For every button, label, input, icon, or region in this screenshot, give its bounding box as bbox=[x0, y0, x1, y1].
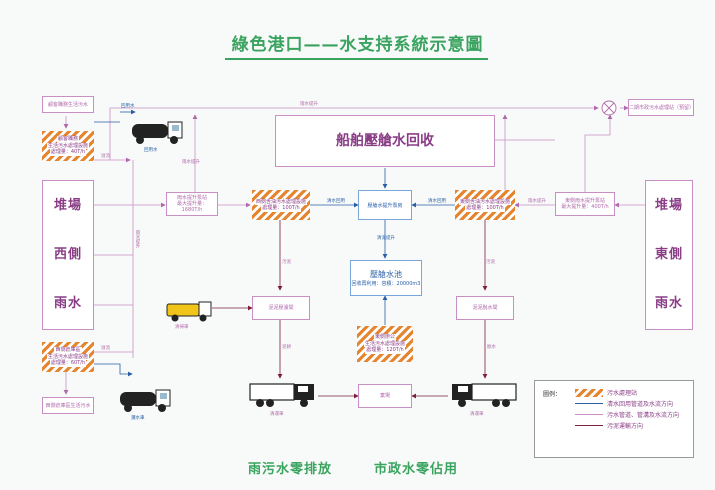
west-lift-line2: 最大提升量：1680T/h bbox=[176, 201, 207, 213]
recycle-label-top: 回用水 bbox=[121, 104, 135, 109]
legend-label-station: 污水處理站 bbox=[607, 390, 638, 397]
sludge-truck-icon-e bbox=[448, 380, 518, 410]
east-oil-line1: 東側含油污水處理設施 bbox=[458, 198, 511, 205]
west-oil-line2: 處理量：100T/h bbox=[261, 205, 301, 212]
legend-label-clean: 清水回用管道及水流方向 bbox=[607, 401, 674, 408]
legend-label-sewage: 污水管道、管溝及水流方向 bbox=[607, 412, 680, 419]
spray-truck-icon-bottom bbox=[116, 388, 174, 414]
outflow-label-bottom: 溢流 bbox=[101, 346, 110, 351]
sludge-cake-label: 泥餅 bbox=[282, 345, 291, 350]
legend-item-sewage: 污水管道、管溝及水流方向 bbox=[575, 409, 690, 420]
west-south-source-box: 西側倉庫區生活污水 bbox=[42, 397, 94, 414]
sludge-press-room: 泥泥壓濾間 bbox=[252, 296, 310, 320]
west-treat-line3: 處理量：40T/h bbox=[49, 149, 87, 156]
legend-item-station: 污水處理站 bbox=[575, 387, 690, 398]
legend-item-clean: 清水回用管道及水流方向 bbox=[575, 398, 690, 409]
hatch-swatch-icon bbox=[575, 388, 603, 397]
clean-reuse-label-w: 清水回用 bbox=[327, 199, 345, 204]
sweeper-truck-label: 清掃車 bbox=[175, 325, 189, 330]
sludge-dewater-room: 泥泥脫水間 bbox=[456, 296, 514, 320]
west-treat-line2: 生活污水處理設施 bbox=[46, 142, 89, 150]
west-yard-rain-box: 堆場 西側 雨水 bbox=[42, 180, 94, 330]
west-yard-line3: 雨水 bbox=[53, 296, 82, 312]
east-lift-station: 東側雨水提升泵站 最大提升量：400T/h bbox=[555, 192, 615, 216]
east-oil-line2: 處理量：100T/h bbox=[465, 205, 505, 212]
ballast-pump-house: 壓艙水提升泵房 bbox=[358, 190, 412, 220]
ship-ballast-label: 船舶壓艙水回收 bbox=[336, 133, 434, 149]
legend-title: 圖例： bbox=[543, 391, 562, 398]
ballast-tank-line2: 回收再利用：容積：20000m3 bbox=[351, 281, 421, 287]
sludge-label-w: 污泥 bbox=[282, 260, 291, 265]
west-source-label: 顧客職務生活污水 bbox=[47, 101, 88, 108]
municipal-treatment-reserved: 二期市政污水處理站（預留） bbox=[628, 99, 694, 116]
ballast-tank-line1: 壓艙水池 bbox=[370, 270, 402, 279]
domestic-treatment-station: 東側辦公 生活污水處理設施 處理量：120T/h bbox=[357, 326, 413, 362]
east-lift-line1: 東側雨水提升泵站 bbox=[564, 198, 605, 204]
west-lift-line1: 雨水提升泵站 bbox=[176, 195, 207, 201]
dark-red-line-icon bbox=[575, 425, 603, 426]
domestic-line2: 生活污水處理設施 bbox=[363, 340, 406, 348]
municipal-label: 二期市政污水處理站（預留） bbox=[629, 104, 695, 111]
sludge-label-e: 污泥 bbox=[486, 260, 495, 265]
west-south-treatment-station: 西側倉庫區 生活污水處理設施 處理量：60T/h bbox=[42, 342, 94, 372]
east-yard-rain-box: 堆場 東側 雨水 bbox=[645, 180, 693, 330]
sweeper-truck-icon bbox=[165, 300, 213, 324]
legend-item-sludge: 污泥運輸方向 bbox=[575, 420, 690, 431]
rain-lift-label: 雨水提升 bbox=[182, 160, 200, 165]
sludge-truck-label-w: 清運車 bbox=[270, 412, 284, 417]
sludge-dewater-label: 泥泥脫水間 bbox=[472, 305, 498, 311]
west-treatment-station: 顧客職務 生活污水處理設施 處理量：40T/h bbox=[42, 131, 94, 161]
sludge-truck-icon-w bbox=[248, 380, 318, 410]
east-lift-line2: 最大提升量：400T/h bbox=[561, 204, 609, 210]
west-south-treat-line2: 生活污水處理設施 bbox=[46, 353, 89, 361]
spray-truck-label-bottom: 灑水車 bbox=[131, 416, 145, 421]
top-rain-lift-label: 雨水提升 bbox=[300, 102, 318, 107]
west-source-box: 顧客職務生活污水 bbox=[42, 96, 94, 113]
rain-lift-vertical-label: 雨水提升 bbox=[135, 230, 140, 248]
east-yard-line1: 堆場 bbox=[654, 197, 683, 213]
east-yard-line3: 雨水 bbox=[654, 296, 683, 312]
domestic-line3: 處理量：120T/h bbox=[365, 347, 405, 354]
dewatered-label: 脫水 bbox=[487, 345, 496, 350]
west-yard-line2: 西側 bbox=[53, 246, 82, 262]
ballast-tank: 壓艙水池 回收再利用：容積：20000m3 bbox=[350, 260, 422, 296]
pink-line-icon bbox=[575, 414, 603, 415]
outflow-label-top: 溢流 bbox=[101, 154, 110, 159]
title-underline bbox=[225, 58, 488, 60]
footer-left-slogan: 雨污水零排放 bbox=[248, 462, 333, 477]
sludge-truck-label-e: 清運車 bbox=[470, 412, 484, 417]
spray-truck-label-top: 回用水 bbox=[144, 148, 158, 153]
east-yard-line2: 東側 bbox=[654, 246, 683, 262]
sludge-storage-label: 棄場 bbox=[379, 393, 390, 399]
ballast-lift-label: 清泥提升 bbox=[377, 236, 395, 241]
footer-right-slogan: 市政水零佔用 bbox=[374, 462, 459, 477]
domestic-line1: 東側辦公 bbox=[373, 334, 396, 341]
blue-line-icon bbox=[575, 403, 603, 404]
legend-label-sludge: 污泥運輸方向 bbox=[607, 423, 644, 430]
sludge-storage: 棄場 bbox=[358, 384, 412, 408]
west-yard-line1: 堆場 bbox=[53, 197, 82, 213]
legend-box: 圖例： 污水處理站 清水回用管道及水流方向 污水管道、管溝及水流方向 污泥運輸方… bbox=[534, 380, 694, 458]
west-oil-line1: 西側含油污水處理設施 bbox=[254, 198, 307, 205]
sludge-press-label: 泥泥壓濾間 bbox=[268, 305, 294, 311]
west-treat-line1: 顧客職務 bbox=[56, 136, 79, 143]
page-title: 綠色港口——水支持系統示意圖 bbox=[231, 35, 484, 55]
ship-ballast-box: 船舶壓艙水回收 bbox=[275, 115, 495, 167]
spray-truck-icon bbox=[128, 120, 186, 146]
east-rain-lift-label: 雨水提升 bbox=[528, 199, 546, 204]
west-south-treat-line1: 西側倉庫區 bbox=[54, 347, 82, 354]
west-south-source-label: 西側倉庫區生活污水 bbox=[45, 402, 91, 409]
east-oil-treatment-station: 東側含油污水處理設施 處理量：100T/h bbox=[455, 190, 515, 220]
west-lift-station: 雨水提升泵站 最大提升量：1680T/h bbox=[166, 192, 218, 216]
clean-reuse-label-e: 清水回用 bbox=[428, 199, 446, 204]
west-oil-treatment-station: 西側含油污水處理設施 處理量：100T/h bbox=[252, 190, 310, 220]
west-south-treat-line3: 處理量：60T/h bbox=[49, 360, 87, 367]
ballast-pump-label: 壓艙水提升泵房 bbox=[367, 202, 403, 209]
